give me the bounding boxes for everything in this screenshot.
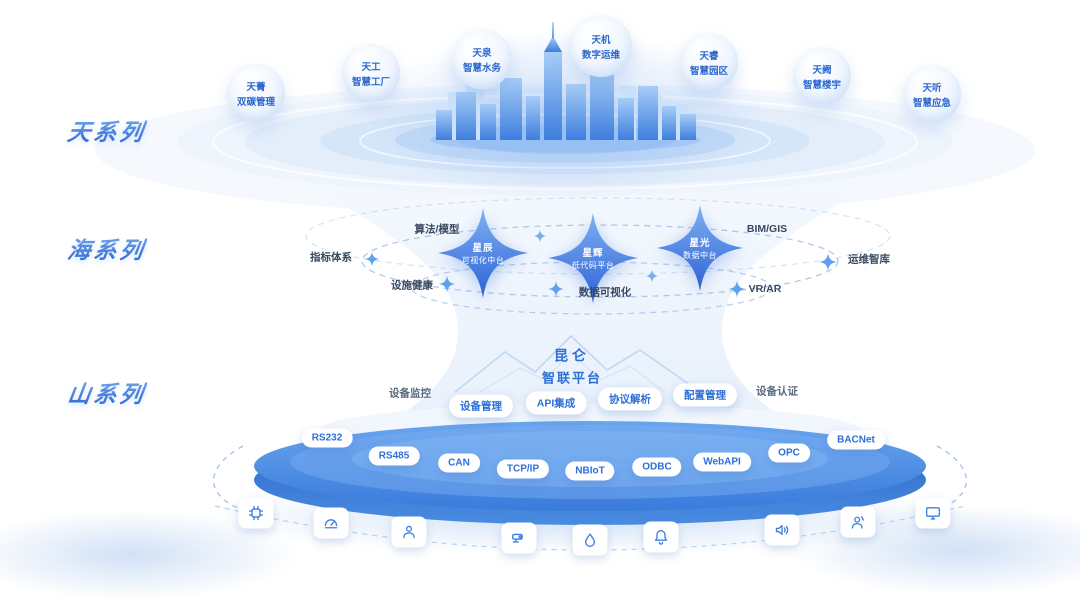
app-desc: 智慧应急: [912, 97, 951, 109]
platform-name: 星光: [689, 238, 711, 249]
device-tile: [840, 506, 876, 538]
sparkle-icon: [728, 280, 746, 298]
app-desc: 数字运维: [581, 49, 620, 61]
cctv-camera-icon: [511, 533, 523, 543]
platform-function-pill: 设备管理: [449, 394, 513, 418]
app-name: 天听: [922, 82, 942, 94]
platform-function: 设备认证: [756, 385, 798, 398]
app-bubble: 天泉 智慧水务: [452, 29, 512, 89]
alarm-bell-icon: [654, 529, 668, 545]
app-desc: 智慧园区: [689, 65, 728, 77]
gauge-icon: [324, 519, 338, 529]
capability-tag: 算法/模型: [414, 223, 460, 236]
app-desc: 智慧楼宇: [802, 79, 841, 91]
sparkle-icon: [364, 251, 380, 267]
iot-platform-title: 昆仑 智联平台: [542, 346, 602, 387]
protocol-pill: BACNet: [827, 430, 885, 450]
platform-desc: 可视化中台: [461, 256, 505, 265]
capability-tag: 设施健康: [391, 279, 433, 292]
app-name: 天工: [361, 61, 381, 73]
protocol-pill: CAN: [438, 453, 480, 473]
app-name: 天机: [591, 34, 611, 46]
protocol-pill: NBIoT: [565, 461, 615, 481]
app-desc: 双碳管理: [236, 96, 275, 108]
app-name: 天菁: [246, 81, 266, 93]
speaker-icon: [775, 524, 789, 536]
series-label-shan: 山系列: [66, 375, 149, 409]
protocol-pill: RS232: [301, 428, 353, 448]
four-point-star-icon: [437, 207, 529, 299]
platform-function-pill: API集成: [525, 391, 587, 415]
device-tile: [313, 507, 349, 539]
platform-desc: 数据中台: [683, 251, 717, 260]
sparkle-icon: [438, 275, 456, 293]
middle-platform-star: 星辉 低代码平台: [546, 211, 640, 305]
platform-function-pill: 协议解析: [598, 387, 662, 411]
capability-tag: VR/AR: [748, 283, 782, 295]
app-bubble: 天工 智慧工厂: [342, 44, 400, 102]
series-label-hai: 海系列: [66, 231, 149, 265]
platform-function: 设备监控: [389, 387, 431, 400]
chip-icon: [248, 505, 264, 521]
iot-platform-subtitle: 智联平台: [541, 370, 603, 386]
device-tile: [238, 497, 274, 529]
capability-tag: BIM/GIS: [746, 223, 788, 235]
person-sensor-icon: [851, 516, 864, 529]
iot-platform-name: 昆仑: [553, 347, 590, 364]
four-point-star-icon: [656, 204, 744, 292]
app-name: 天阙: [812, 64, 832, 76]
sparkle-icon: [548, 281, 564, 297]
device-tile: [501, 522, 537, 554]
device-tile: [643, 521, 679, 553]
series-label-tian: 天系列: [66, 113, 149, 147]
device-tile: [391, 516, 427, 548]
protocol-pill: RS485: [368, 446, 420, 466]
capability-tag: 数据可视化: [578, 286, 632, 299]
app-desc: 智慧水务: [462, 62, 501, 74]
four-point-star-icon: [547, 212, 639, 304]
device-tile: [572, 524, 608, 556]
device-tile: [764, 514, 800, 546]
device-tile: [915, 497, 951, 529]
protocol-pill: WebAPI: [693, 452, 751, 472]
capability-tag: 指标体系: [310, 251, 352, 264]
app-bubble: 天机 数字运维: [570, 15, 632, 77]
app-name: 天睿: [699, 50, 719, 62]
app-desc: 智慧工厂: [351, 76, 390, 88]
person-icon: [403, 525, 415, 539]
monitor-icon: [925, 507, 941, 520]
middle-platform-star: 星辰 可视化中台: [436, 206, 530, 300]
app-name: 天泉: [472, 47, 492, 59]
middle-platform-star: 星光 数据中台: [655, 203, 745, 293]
platform-desc: 低代码平台: [571, 261, 615, 270]
sparkle-icon: [819, 253, 837, 271]
platform-name: 星辉: [582, 248, 604, 259]
app-bubble: 天阙 智慧楼宇: [793, 47, 851, 105]
app-bubble: 天菁 双碳管理: [227, 64, 285, 122]
app-bubble: 天听 智慧应急: [903, 65, 961, 123]
sparkle-icon: [645, 269, 659, 283]
protocol-pill: ODBC: [632, 457, 682, 477]
capability-tag: 运维智库: [848, 253, 890, 266]
protocol-pill: OPC: [768, 443, 810, 463]
app-bubble: 天睿 智慧园区: [680, 33, 738, 91]
sparkle-icon: [533, 229, 547, 243]
platform-function-pill: 配置管理: [673, 383, 737, 407]
protocol-pill: TCP/IP: [496, 459, 550, 479]
water-drop-icon: [584, 533, 596, 547]
platform-name: 星辰: [472, 243, 494, 254]
